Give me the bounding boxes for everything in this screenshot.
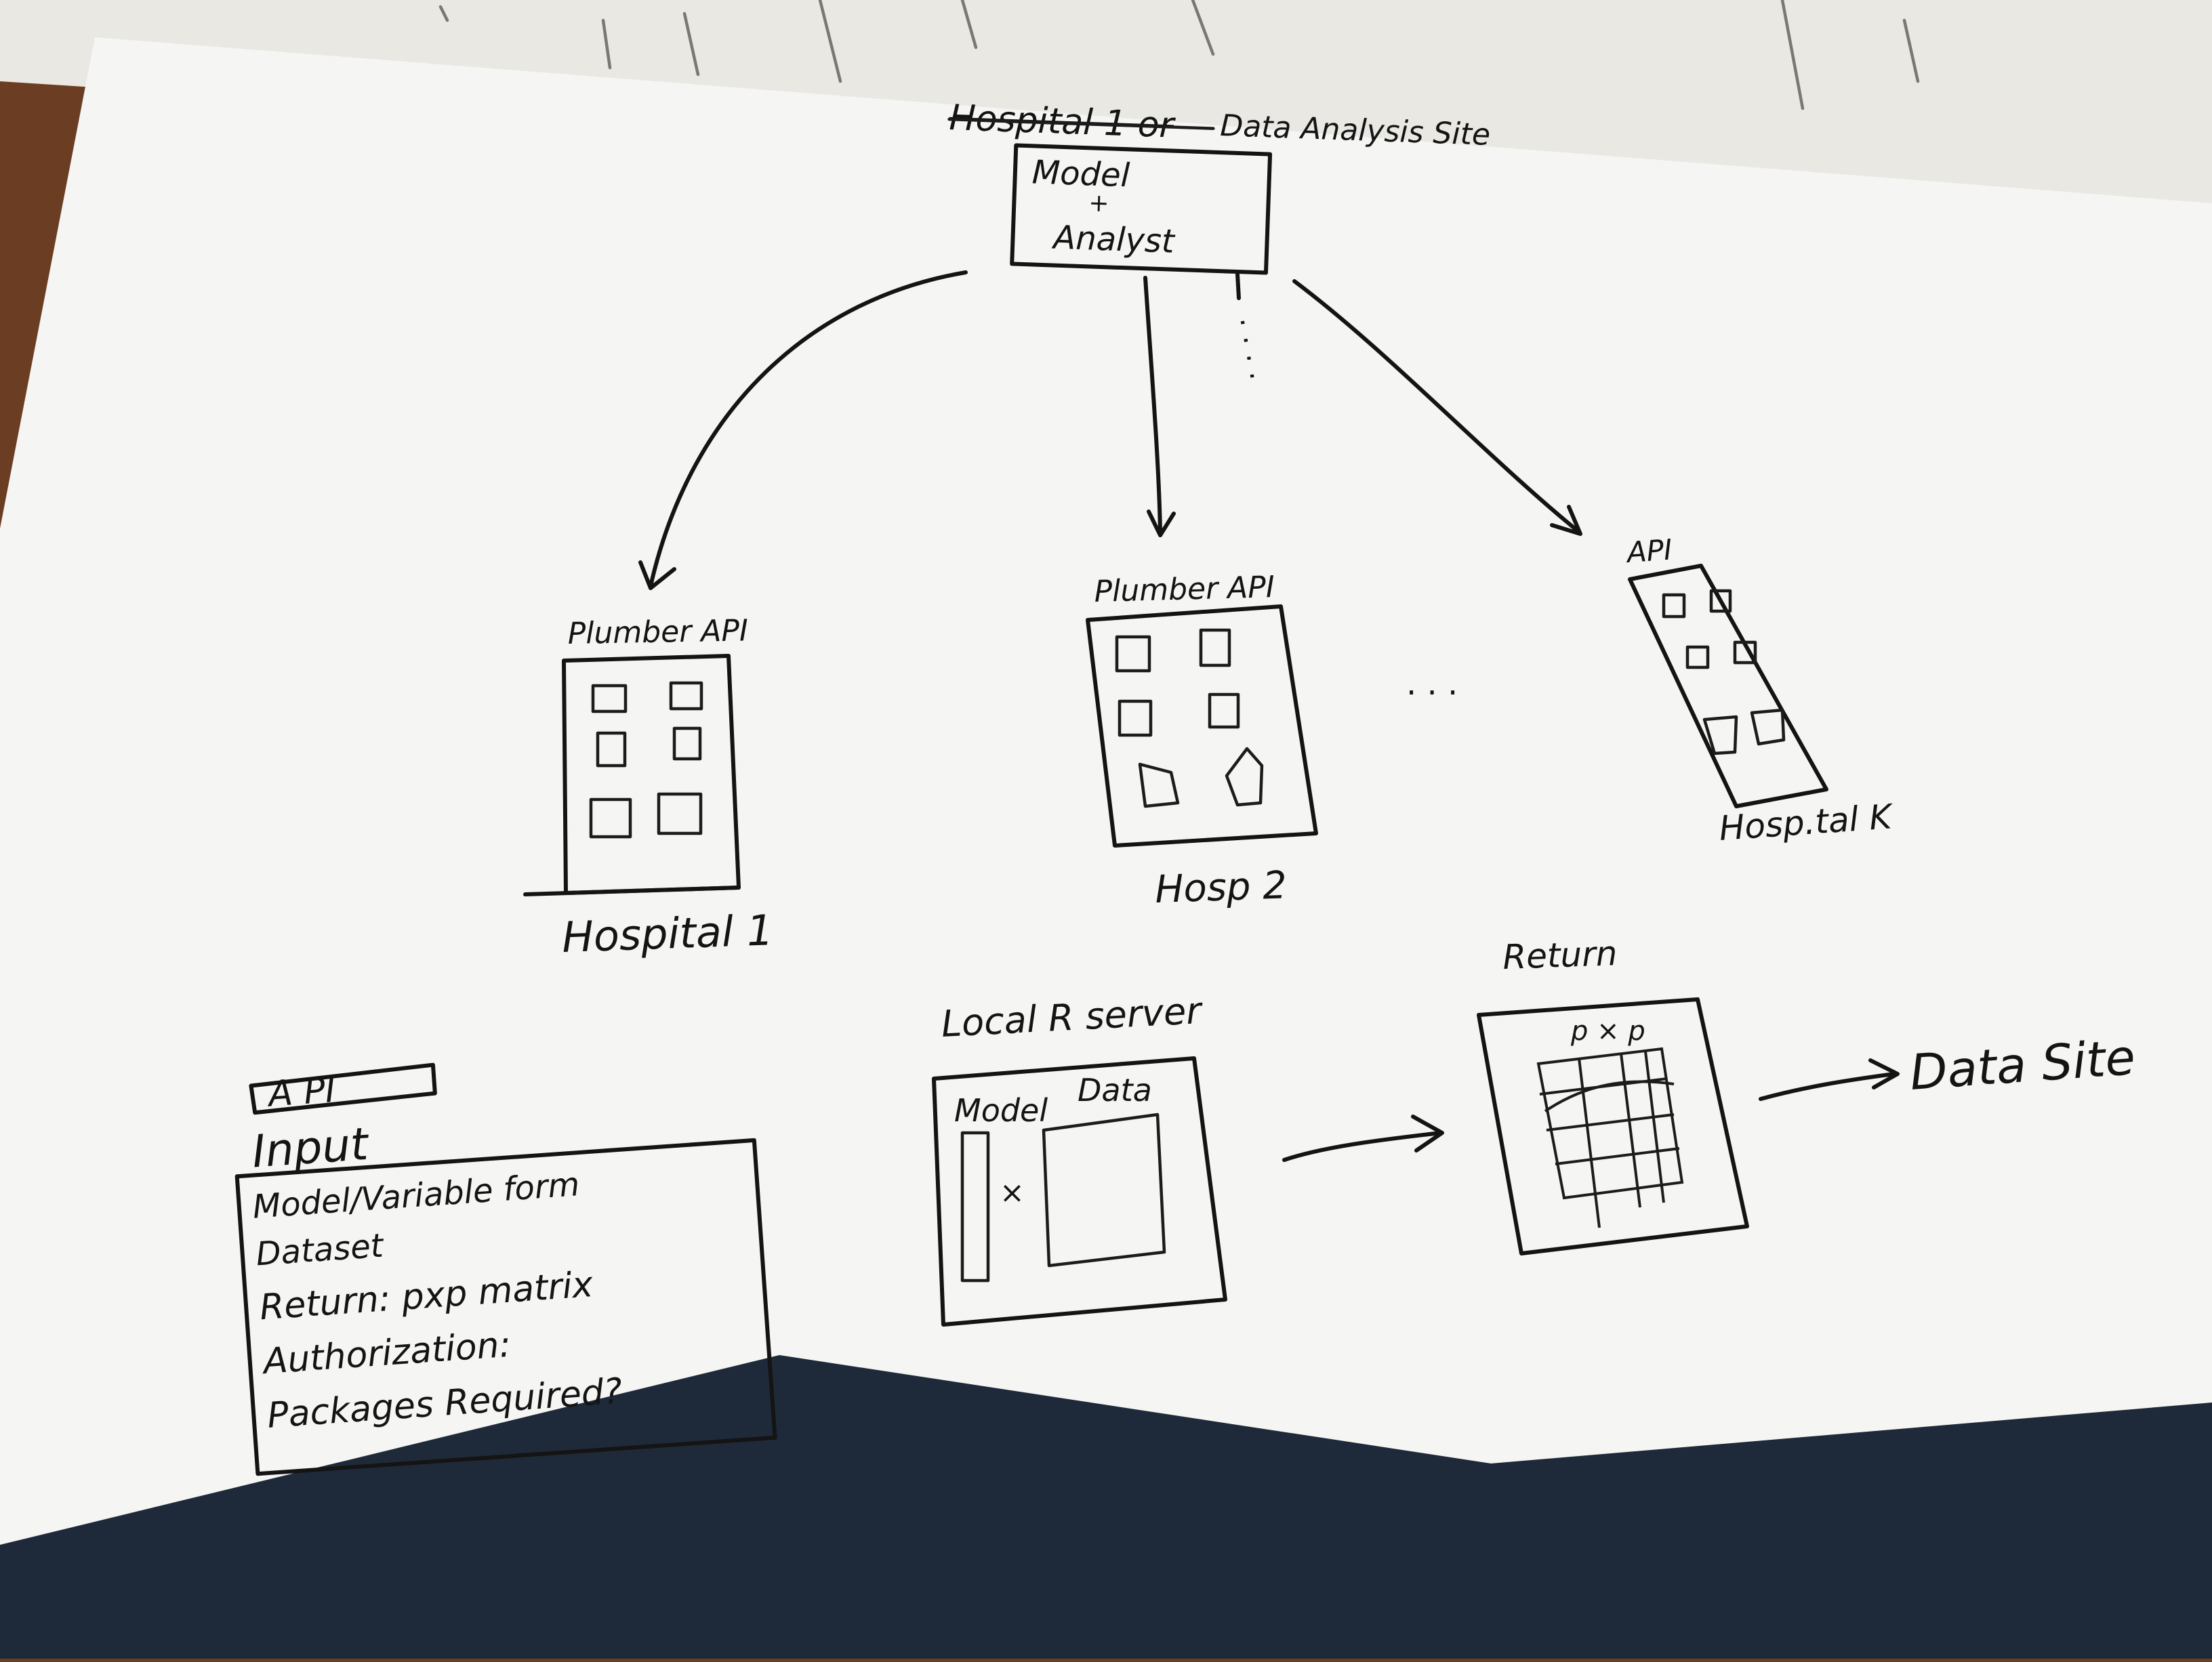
window: [1225, 747, 1264, 807]
plus-label: +: [1088, 189, 1110, 217]
hospital-k-api-label: API: [1624, 533, 1673, 569]
window: [1208, 692, 1240, 729]
window: [672, 726, 702, 761]
window: [1733, 640, 1757, 665]
window: [1702, 715, 1738, 755]
return-box: [1477, 997, 1749, 1255]
model-analyst-box: [1010, 143, 1273, 275]
times-symbol: ×: [1000, 1176, 1025, 1210]
window: [657, 792, 703, 835]
arrow-return-to-site: [1759, 1058, 1900, 1101]
api-line-dataset: Dataset: [255, 1226, 386, 1273]
arrow-to-hospital-2: [1143, 276, 1162, 534]
hospital-1: Plumber API Hospital 1: [523, 613, 774, 962]
window: [669, 681, 703, 711]
hospital-1-name: Hospital 1: [561, 905, 774, 962]
model-label: Model: [1031, 153, 1131, 194]
data-matrix: [1042, 1113, 1166, 1268]
hospital-1-ground: [523, 886, 741, 896]
window: [1199, 628, 1231, 667]
api-spec-box: [234, 1138, 777, 1476]
window: [1709, 589, 1732, 613]
local-model-label: Model: [954, 1092, 1048, 1129]
window: [589, 797, 632, 839]
pxp-label: p × p: [1570, 1016, 1645, 1047]
arrowhead-hospital-1: [638, 560, 676, 590]
hospital-1-api-label: Plumber API: [567, 613, 748, 651]
window: [1685, 645, 1710, 669]
window: [1662, 593, 1686, 619]
back-page-scribbles: [438, 0, 1920, 110]
hospital-k-building: [1628, 564, 1828, 808]
local-server-box: [932, 1056, 1227, 1327]
return-title: Return: [1502, 934, 1618, 977]
arrow-to-hospital-k: [1292, 279, 1581, 534]
arrow-server-to-return: [1282, 1115, 1444, 1162]
local-data-label: Data: [1078, 1072, 1152, 1108]
api-title: A PI: [265, 1070, 337, 1115]
hospital-2-building: [1086, 604, 1318, 848]
window: [1118, 699, 1153, 737]
arrowhead-hospital-k: [1550, 505, 1582, 536]
hospitals-ellipsis: . . .: [1406, 665, 1458, 703]
window: [596, 731, 627, 768]
dark-cloth: [0, 1355, 2212, 1659]
strike-line: [947, 117, 1215, 130]
arrow-to-hospital-1: [649, 270, 968, 588]
pxp-grid-curve: [1544, 1080, 1675, 1113]
arrowhead-hospital-2: [1147, 510, 1176, 537]
window: [1138, 762, 1180, 808]
api-title-box: [249, 1062, 437, 1115]
paper-sheet: [0, 37, 2212, 1659]
return-matrix: Return p × p: [1477, 934, 1749, 1255]
window: [1115, 635, 1151, 673]
window: [591, 684, 628, 713]
hospital-2-api-label: Plumber API: [1094, 570, 1275, 609]
window: [1750, 708, 1786, 746]
hospital-2: Plumber API Hosp 2: [1086, 570, 1318, 912]
analysis-site: Hospital 1 or Data Analysis Site Model +…: [947, 98, 1491, 275]
hospital-2-name: Hosp 2: [1154, 863, 1288, 912]
model-vector: [960, 1131, 990, 1283]
analyst-label: Analyst: [1051, 218, 1176, 260]
pxp-grid-cols: [1578, 1051, 1665, 1228]
short-tick: [1235, 272, 1241, 300]
